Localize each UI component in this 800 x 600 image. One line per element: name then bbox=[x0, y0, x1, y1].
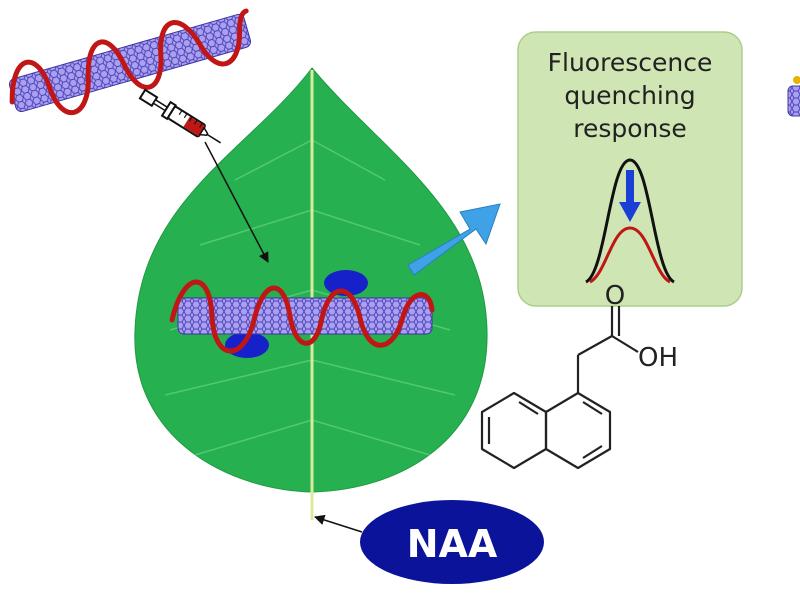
leaf bbox=[134, 67, 488, 520]
atom-hydroxyl-label: OH bbox=[638, 343, 678, 373]
panel-title-line-2: quenching bbox=[564, 81, 695, 110]
fluorescence-panel: Fluorescence quenching response bbox=[517, 31, 743, 307]
emission-peak-quenched bbox=[589, 226, 671, 284]
analyte-blob-top bbox=[324, 270, 368, 296]
dna-wrap-leaf bbox=[169, 279, 435, 354]
emission-peak-original bbox=[585, 158, 675, 284]
dna-wrap-top bbox=[9, 8, 249, 116]
atom-oxygen-label: O bbox=[605, 281, 625, 311]
injection-arrow bbox=[204, 141, 269, 263]
naa-molecule bbox=[480, 306, 639, 470]
nanotube-right-edge bbox=[787, 76, 800, 117]
naa-ellipse bbox=[360, 500, 544, 584]
nanotube-on-leaf bbox=[169, 279, 435, 354]
arrow-right-icon bbox=[407, 203, 501, 276]
panel-title-line-3: response bbox=[573, 114, 687, 143]
nanotube-top-left bbox=[8, 8, 252, 116]
panel-title-line-1: Fluorescence bbox=[548, 48, 713, 77]
syringe-icon bbox=[138, 88, 222, 144]
naa-label: NAA bbox=[407, 522, 498, 566]
naa-pointer-arrow bbox=[313, 514, 363, 533]
quench-arrow-down-icon bbox=[619, 170, 641, 222]
